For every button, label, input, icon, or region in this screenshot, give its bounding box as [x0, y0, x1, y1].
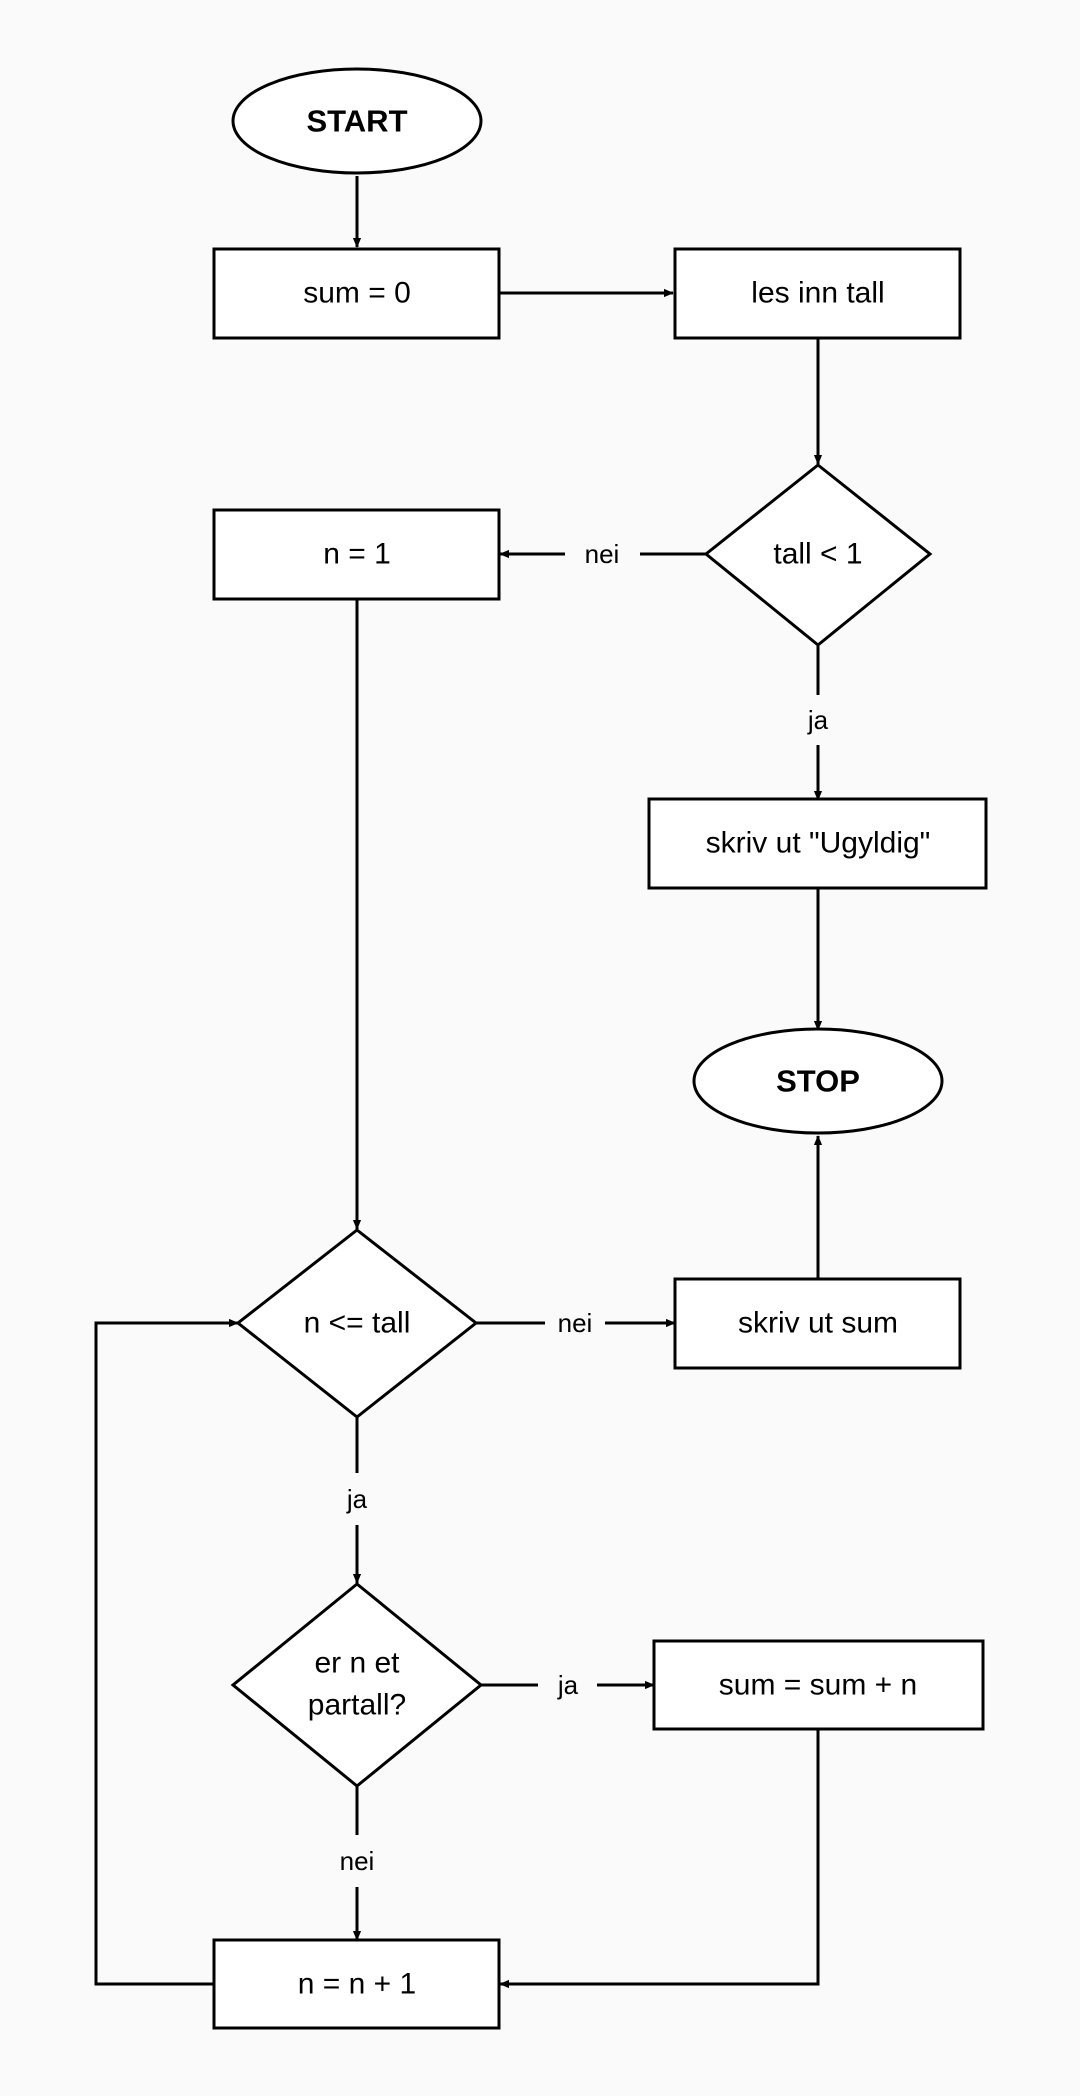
edge-increment-loop-back — [94, 1318, 239, 1986]
sum-init-node: sum = 0 — [212, 247, 501, 340]
loop-check-diamond — [235, 1228, 479, 1419]
add-label: sum = sum + n — [719, 1669, 917, 1702]
read-label: les inn tall — [751, 277, 884, 310]
print-invalid-node: skriv ut "Ugyldig" — [647, 797, 988, 890]
print-invalid-label: skriv ut "Ugyldig" — [706, 827, 931, 860]
edge-label-loop-yes: ja — [346, 1484, 368, 1514]
stop-ellipse — [692, 1027, 944, 1135]
n-init-box — [212, 508, 501, 601]
edge-label-check-less-no: nei — [585, 539, 620, 569]
even-check-node: er n et partall? — [230, 1582, 484, 1788]
edge-label-loop-no: nei — [558, 1308, 593, 1338]
add-box — [652, 1639, 985, 1731]
print-sum-node: skriv ut sum — [673, 1277, 962, 1370]
start-ellipse — [231, 67, 483, 175]
read-box — [673, 247, 962, 340]
stop-node: STOP — [692, 1027, 944, 1135]
check-less-node: tall < 1 — [703, 463, 933, 647]
print-invalid-box — [647, 797, 988, 890]
increment-node: n = n + 1 — [212, 1938, 501, 2030]
n-init-label: n = 1 — [323, 538, 391, 571]
increment-box — [212, 1938, 501, 2030]
check-less-label: tall < 1 — [773, 538, 862, 571]
stop-label: STOP — [776, 1064, 860, 1099]
read-node: les inn tall — [673, 247, 962, 340]
print-sum-box — [673, 1277, 962, 1370]
edge-label-even-yes: ja — [557, 1670, 579, 1700]
check-less-diamond — [703, 463, 933, 647]
even-check-diamond — [230, 1582, 484, 1788]
edge-label-even-no: nei — [340, 1846, 375, 1876]
even-check-label-line1: er n et — [314, 1647, 400, 1680]
edge-label-check-less-yes: ja — [807, 705, 829, 735]
print-sum-label: skriv ut sum — [738, 1307, 898, 1340]
edge-add-to-increment — [499, 1729, 820, 1989]
n-init-node: n = 1 — [212, 508, 501, 601]
start-label: START — [306, 104, 407, 139]
connectors — [94, 176, 823, 1989]
sum-init-label: sum = 0 — [303, 277, 411, 310]
loop-check-node: n <= tall — [235, 1228, 479, 1419]
add-node: sum = sum + n — [652, 1639, 985, 1731]
increment-label: n = n + 1 — [298, 1968, 416, 2001]
start-node: START — [231, 67, 483, 175]
edge-labels: nei ja nei ja ja nei — [340, 539, 829, 1876]
sum-init-box — [212, 247, 501, 340]
even-check-label-line2: partall? — [308, 1689, 406, 1722]
loop-check-label: n <= tall — [304, 1307, 411, 1340]
